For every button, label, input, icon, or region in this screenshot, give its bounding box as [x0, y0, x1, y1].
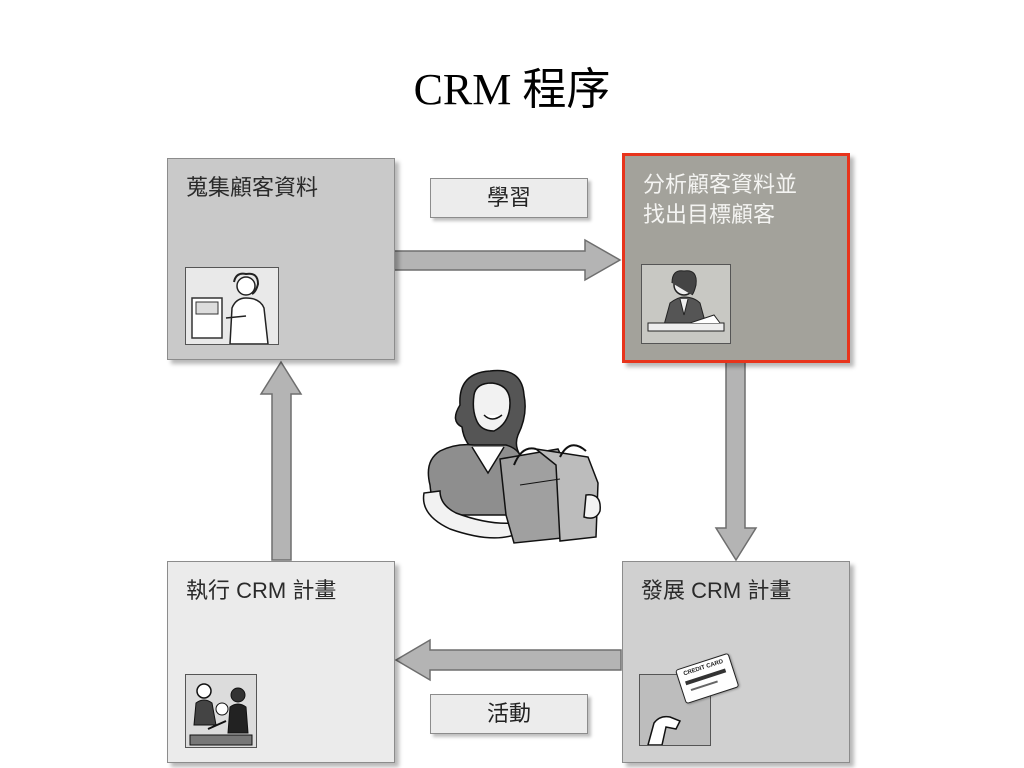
box-analyze-label: 分析顧客資料並 找出目標顧客: [643, 172, 798, 227]
customer-service-rep-icon: [185, 267, 279, 345]
box-collect-label: 蒐集顧客資料: [186, 175, 319, 200]
credit-card: CREDIT CARD: [675, 652, 740, 705]
shopper-with-bags-icon: [410, 365, 610, 550]
slide-title: CRM 程序: [413, 65, 611, 114]
box-analyze-target-customers: 分析顧客資料並 找出目標顧客: [622, 153, 850, 363]
arrow-left: [394, 638, 622, 682]
people-working-icon: [185, 674, 257, 748]
connector-learn: 學習: [430, 178, 588, 218]
analyst-at-desk-icon: [641, 264, 731, 344]
arrow-down: [714, 357, 758, 562]
box-develop-label: 發展 CRM 計畫: [641, 578, 792, 603]
arrow-right: [393, 238, 622, 282]
box-execute-crm-plan: 執行 CRM 計畫: [167, 561, 395, 763]
box-execute-label: 執行 CRM 計畫: [186, 578, 337, 603]
arrow-up: [259, 360, 303, 561]
connector-activity: 活動: [430, 694, 588, 734]
box-develop-crm-plan: 發展 CRM 計畫 CREDIT CARD: [622, 561, 850, 763]
box-collect-customer-data: 蒐集顧客資料: [167, 158, 395, 360]
